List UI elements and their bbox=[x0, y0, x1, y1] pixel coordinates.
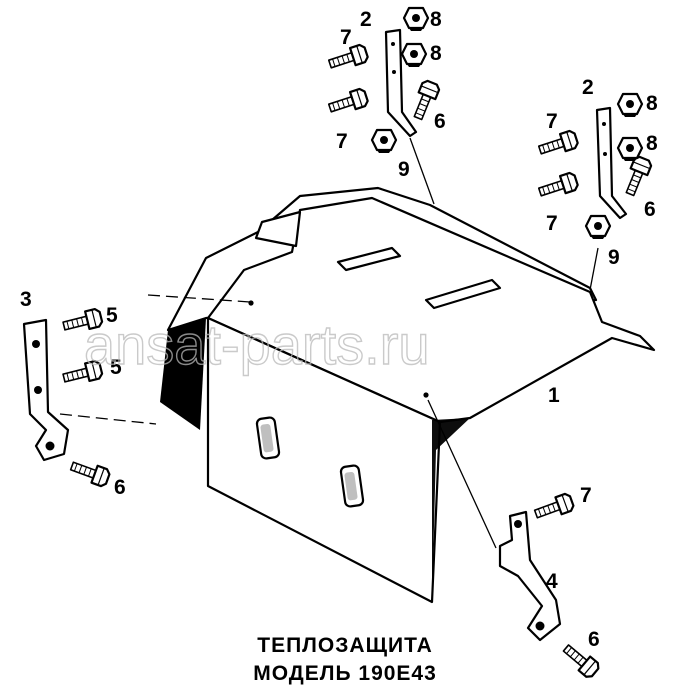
heat-shield-cover bbox=[160, 186, 656, 604]
bracket-top-left bbox=[384, 28, 418, 138]
nut-icon bbox=[402, 6, 430, 33]
label-nut-8: 8 bbox=[430, 8, 442, 31]
nut-icon bbox=[616, 136, 644, 163]
bracket-top-right bbox=[595, 106, 628, 220]
nut-icon bbox=[616, 92, 644, 119]
label-bolt-7: 7 bbox=[336, 130, 348, 153]
label-bolt-7: 7 bbox=[546, 212, 558, 235]
label-bracket-bottom: 4 bbox=[546, 570, 558, 593]
label-bolt-7: 7 bbox=[580, 484, 592, 507]
bolt-icon bbox=[531, 491, 576, 524]
label-bolt-6: 6 bbox=[588, 628, 600, 651]
label-cover: 1 bbox=[548, 384, 560, 407]
label-nut-8: 8 bbox=[430, 42, 442, 65]
label-bracket-top-left: 2 bbox=[360, 8, 372, 31]
bolt-icon bbox=[67, 456, 112, 489]
nut-icon bbox=[400, 42, 428, 69]
label-bracket-top-right: 2 bbox=[582, 76, 594, 99]
label-bracket-left: 3 bbox=[20, 288, 32, 311]
bolt-icon bbox=[536, 170, 581, 202]
label-bolt-7: 7 bbox=[546, 110, 558, 133]
watermark-text: ansat-parts.ru bbox=[84, 313, 430, 376]
label-bolt-5: 5 bbox=[110, 356, 122, 379]
bolt-icon bbox=[620, 154, 654, 199]
label-bolt-6: 6 bbox=[644, 198, 656, 221]
label-nut-9: 9 bbox=[398, 158, 410, 181]
caption-model: МОДЕЛЬ 190Е43 bbox=[253, 662, 437, 685]
label-nut-9: 9 bbox=[608, 246, 620, 269]
bolt-icon bbox=[536, 128, 581, 160]
label-nut-8: 8 bbox=[646, 132, 658, 155]
label-bolt-6: 6 bbox=[434, 110, 446, 133]
bolt-icon bbox=[326, 86, 371, 118]
caption-title: ТЕПЛОЗАЩИТА bbox=[257, 634, 432, 657]
nut-icon bbox=[584, 214, 612, 241]
label-bolt-7: 7 bbox=[340, 26, 352, 49]
bracket-left bbox=[22, 318, 70, 462]
label-bolt-5: 5 bbox=[106, 304, 118, 327]
nut-icon bbox=[370, 128, 398, 155]
label-bolt-6: 6 bbox=[114, 476, 126, 499]
label-nut-8: 8 bbox=[646, 92, 658, 115]
bracket-bottom bbox=[498, 510, 562, 642]
